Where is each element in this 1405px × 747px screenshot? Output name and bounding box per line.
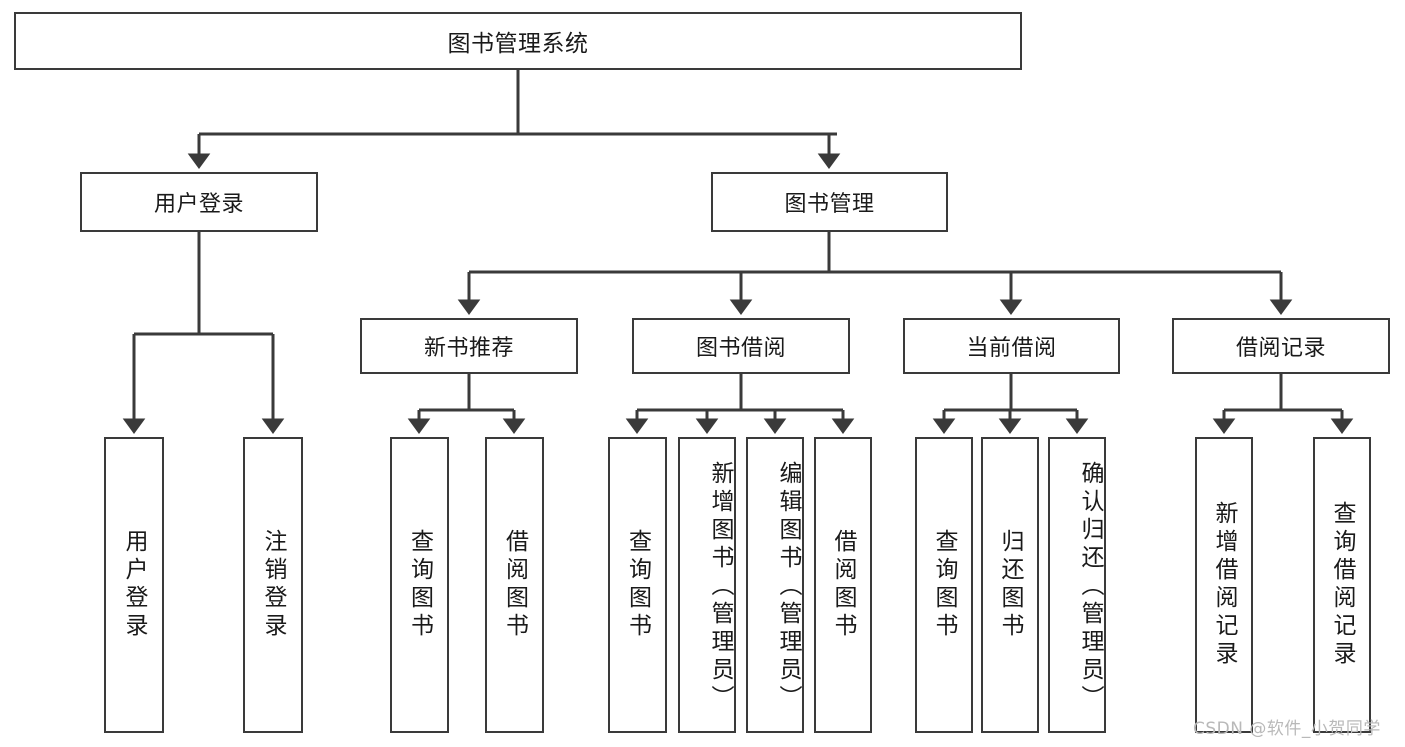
node-leaf-query-book-current[interactable]: 查询图书 <box>915 437 973 733</box>
node-borrow-record[interactable]: 借阅记录 <box>1172 318 1390 374</box>
node-current-borrow[interactable]: 当前借阅 <box>903 318 1120 374</box>
node-book-manage[interactable]: 图书管理 <box>711 172 948 232</box>
node-leaf-edit-book-admin[interactable]: 编辑图书（管理员） <box>746 437 804 733</box>
node-leaf-query-book-borrow[interactable]: 查询图书 <box>608 437 667 733</box>
node-leaf-query-borrow-record[interactable]: 查询借阅记录 <box>1313 437 1371 733</box>
node-root-system[interactable]: 图书管理系统 <box>14 12 1022 70</box>
node-leaf-borrow-book-recommend[interactable]: 借阅图书 <box>485 437 544 733</box>
node-leaf-user-logout[interactable]: 注销登录 <box>243 437 303 733</box>
node-leaf-borrow-book[interactable]: 借阅图书 <box>814 437 872 733</box>
node-leaf-confirm-return-admin[interactable]: 确认归还（管理员） <box>1048 437 1106 733</box>
node-leaf-return-book[interactable]: 归还图书 <box>981 437 1039 733</box>
node-leaf-query-book-recommend[interactable]: 查询图书 <box>390 437 449 733</box>
node-leaf-add-borrow-record[interactable]: 新增借阅记录 <box>1195 437 1253 733</box>
node-new-book-recommend[interactable]: 新书推荐 <box>360 318 578 374</box>
node-leaf-user-login[interactable]: 用户登录 <box>104 437 164 733</box>
node-book-borrow[interactable]: 图书借阅 <box>632 318 850 374</box>
node-leaf-add-book-admin[interactable]: 新增图书（管理员） <box>678 437 736 733</box>
csdn-watermark: CSDN @软件_小贺同学 <box>1193 719 1381 739</box>
node-user-login[interactable]: 用户登录 <box>80 172 318 232</box>
